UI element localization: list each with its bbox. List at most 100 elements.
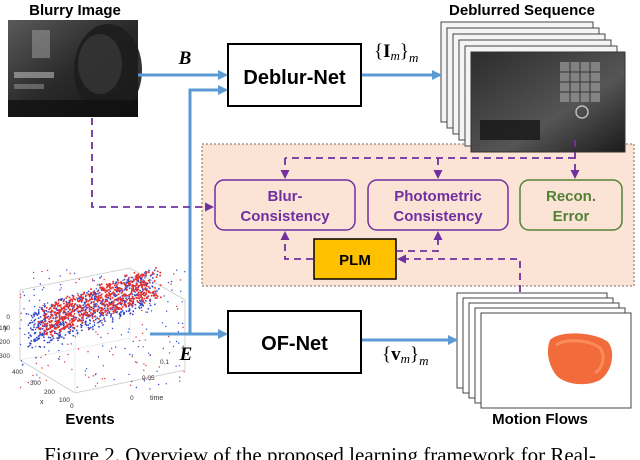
event-point <box>84 374 87 376</box>
event-point <box>87 293 90 296</box>
event-point <box>119 307 122 310</box>
event-point <box>60 287 62 289</box>
event-point <box>103 317 106 320</box>
motion-flows-label: Motion Flows <box>492 411 588 428</box>
event-point <box>82 315 85 318</box>
event-point <box>131 313 134 316</box>
event-point <box>106 300 109 303</box>
event-point <box>132 340 134 343</box>
event-point <box>150 274 153 277</box>
event-point <box>113 308 116 311</box>
event-point <box>98 311 101 314</box>
event-point <box>184 271 186 273</box>
event-point <box>147 308 150 310</box>
event-point <box>103 318 105 321</box>
event-point <box>46 302 49 304</box>
event-point <box>90 306 93 309</box>
event-point <box>150 294 153 297</box>
event-point <box>41 270 43 273</box>
event-point <box>116 283 119 286</box>
event-point <box>165 310 168 312</box>
event-point <box>130 290 133 293</box>
math-b: B <box>178 48 192 69</box>
event-point <box>54 327 57 329</box>
event-point <box>67 314 70 317</box>
event-point <box>51 326 54 328</box>
event-point <box>163 295 165 297</box>
event-point <box>116 289 118 292</box>
event-point <box>63 323 65 326</box>
event-point <box>44 354 47 356</box>
event-point <box>94 315 96 318</box>
event-point <box>51 329 53 332</box>
event-point <box>99 277 101 279</box>
event-point <box>80 326 83 329</box>
event-point <box>149 302 151 305</box>
event-point <box>57 358 60 360</box>
event-point <box>149 388 151 390</box>
event-point <box>144 272 147 275</box>
event-point <box>95 373 97 375</box>
event-point <box>22 291 24 293</box>
plm-box <box>313 238 397 280</box>
event-point <box>112 303 115 305</box>
event-point <box>65 297 68 300</box>
event-point <box>97 297 100 300</box>
event-point <box>112 306 115 309</box>
event-point <box>41 367 43 369</box>
event-point <box>44 320 47 323</box>
event-point <box>76 332 79 335</box>
event-point <box>31 316 34 319</box>
event-point <box>88 314 91 317</box>
event-point <box>127 283 130 286</box>
event-point <box>98 306 101 309</box>
event-point <box>112 310 115 313</box>
event-point <box>175 340 178 343</box>
event-point <box>96 308 99 311</box>
event-point <box>40 356 42 359</box>
event-point <box>94 309 97 312</box>
event-point <box>68 319 71 322</box>
event-point <box>137 301 140 304</box>
event-point <box>126 281 129 284</box>
event-point <box>143 288 146 290</box>
event-point <box>154 286 157 289</box>
event-point <box>68 312 71 315</box>
event-point <box>105 296 108 298</box>
event-point <box>92 309 95 312</box>
event-point <box>145 292 148 295</box>
event-point <box>45 309 48 312</box>
event-point <box>43 309 46 312</box>
event-point <box>127 302 130 305</box>
event-point <box>142 283 145 286</box>
event-point <box>66 312 68 315</box>
event-point <box>89 319 91 322</box>
event-point <box>112 280 115 283</box>
event-point <box>81 322 84 324</box>
event-point <box>129 298 131 301</box>
event-point <box>70 312 73 315</box>
event-point <box>92 280 94 282</box>
deblur-net-label: Deblur-Net <box>243 67 346 89</box>
event-point <box>45 379 47 382</box>
event-point <box>53 311 56 314</box>
event-point <box>108 312 111 314</box>
event-point <box>67 310 70 313</box>
event-point <box>133 293 136 296</box>
event-point <box>154 292 157 295</box>
event-point <box>33 315 36 317</box>
dash-plm-to-photometric <box>396 231 443 252</box>
event-point <box>138 306 141 309</box>
event-point <box>34 318 37 321</box>
event-point <box>132 279 135 282</box>
event-point <box>58 356 61 358</box>
event-point <box>37 322 40 325</box>
event-point <box>143 297 146 300</box>
event-point <box>72 330 74 332</box>
event-point <box>94 318 97 321</box>
event-point <box>142 304 145 307</box>
event-point <box>59 283 62 286</box>
event-point <box>57 334 60 336</box>
event-point <box>131 301 134 304</box>
event-point <box>101 288 104 291</box>
